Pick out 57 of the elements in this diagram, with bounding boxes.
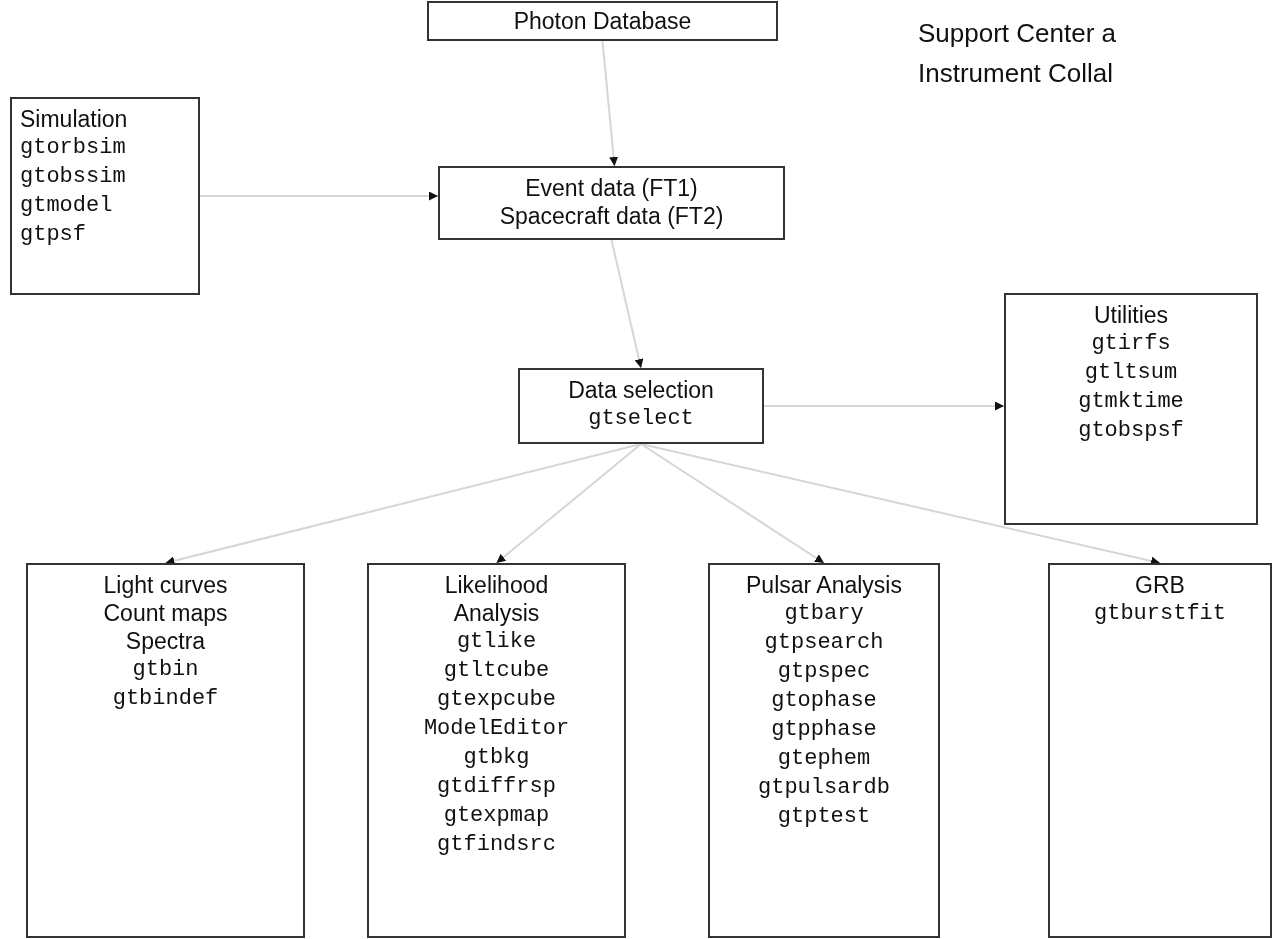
arrow bbox=[199, 191, 439, 201]
arrow bbox=[763, 401, 1005, 411]
tool-name: gtpulsardb bbox=[758, 774, 890, 802]
tool-name: gtptest bbox=[777, 803, 871, 831]
tool-name: gtophase bbox=[771, 687, 877, 715]
box-heading: Simulation bbox=[20, 105, 128, 133]
arrow bbox=[495, 443, 642, 564]
tool-name: gtselect bbox=[588, 405, 694, 433]
tool-name: gtbindef bbox=[112, 685, 219, 713]
box-heading: Photon Database bbox=[513, 7, 692, 35]
arrow bbox=[610, 239, 644, 369]
process-box bbox=[367, 563, 626, 938]
arrow bbox=[601, 40, 619, 167]
tool-name: gtexpmap bbox=[443, 802, 550, 830]
tool-name: gtpsearch bbox=[764, 629, 884, 657]
box-heading: Spectra bbox=[125, 627, 206, 655]
process-box bbox=[1004, 293, 1258, 525]
tool-name: gtpspec bbox=[777, 658, 871, 686]
tool-name: gtltsum bbox=[1084, 359, 1178, 387]
tool-name: gtdiffrsp bbox=[437, 773, 556, 801]
note-text: Support Center a bbox=[918, 18, 1116, 49]
process-box bbox=[708, 563, 940, 938]
box-heading: Pulsar Analysis bbox=[746, 571, 902, 599]
tool-name: gtmktime bbox=[1078, 388, 1184, 416]
process-box bbox=[10, 97, 200, 295]
box-heading: Utilities bbox=[1093, 301, 1169, 329]
box-heading: Event data (FT1) bbox=[525, 174, 698, 202]
box-heading: GRB bbox=[1135, 571, 1185, 599]
tool-name: gtpphase bbox=[771, 716, 877, 744]
arrow bbox=[640, 443, 825, 564]
tool-name: gtbkg bbox=[463, 744, 530, 772]
tool-name: gtorbsim bbox=[20, 134, 126, 162]
tool-name: ModelEditor bbox=[423, 715, 570, 743]
tool-name: gtbin bbox=[132, 656, 199, 684]
box-heading: Data selection bbox=[568, 376, 714, 404]
process-box bbox=[1048, 563, 1272, 938]
tool-name: gtpsf bbox=[20, 221, 86, 249]
tool-name: gtmodel bbox=[20, 192, 113, 220]
box-heading: Count maps bbox=[103, 599, 228, 627]
note-text: Instrument Collal bbox=[918, 58, 1114, 89]
tool-name: gtobspsf bbox=[1078, 417, 1184, 445]
tool-name: gtfindsrc bbox=[437, 831, 556, 859]
tool-name: gtbary bbox=[784, 600, 864, 628]
tool-name: gtburstfit bbox=[1094, 600, 1226, 628]
process-box bbox=[438, 166, 785, 240]
process-box bbox=[518, 368, 764, 444]
tool-name: gtltcube bbox=[443, 657, 550, 685]
tool-name: gtobssim bbox=[20, 163, 126, 191]
process-box bbox=[427, 1, 778, 41]
box-heading: Likelihood Analysis bbox=[443, 571, 550, 627]
tool-name: gtephem bbox=[777, 745, 871, 773]
box-heading: Light curves bbox=[103, 571, 228, 599]
tool-name: gtirfs bbox=[1091, 330, 1171, 358]
box-heading: Spacecraft data (FT2) bbox=[499, 202, 724, 230]
process-box bbox=[26, 563, 305, 938]
tool-name: gtexpcube bbox=[437, 686, 556, 714]
tool-name: gtlike bbox=[456, 628, 537, 656]
